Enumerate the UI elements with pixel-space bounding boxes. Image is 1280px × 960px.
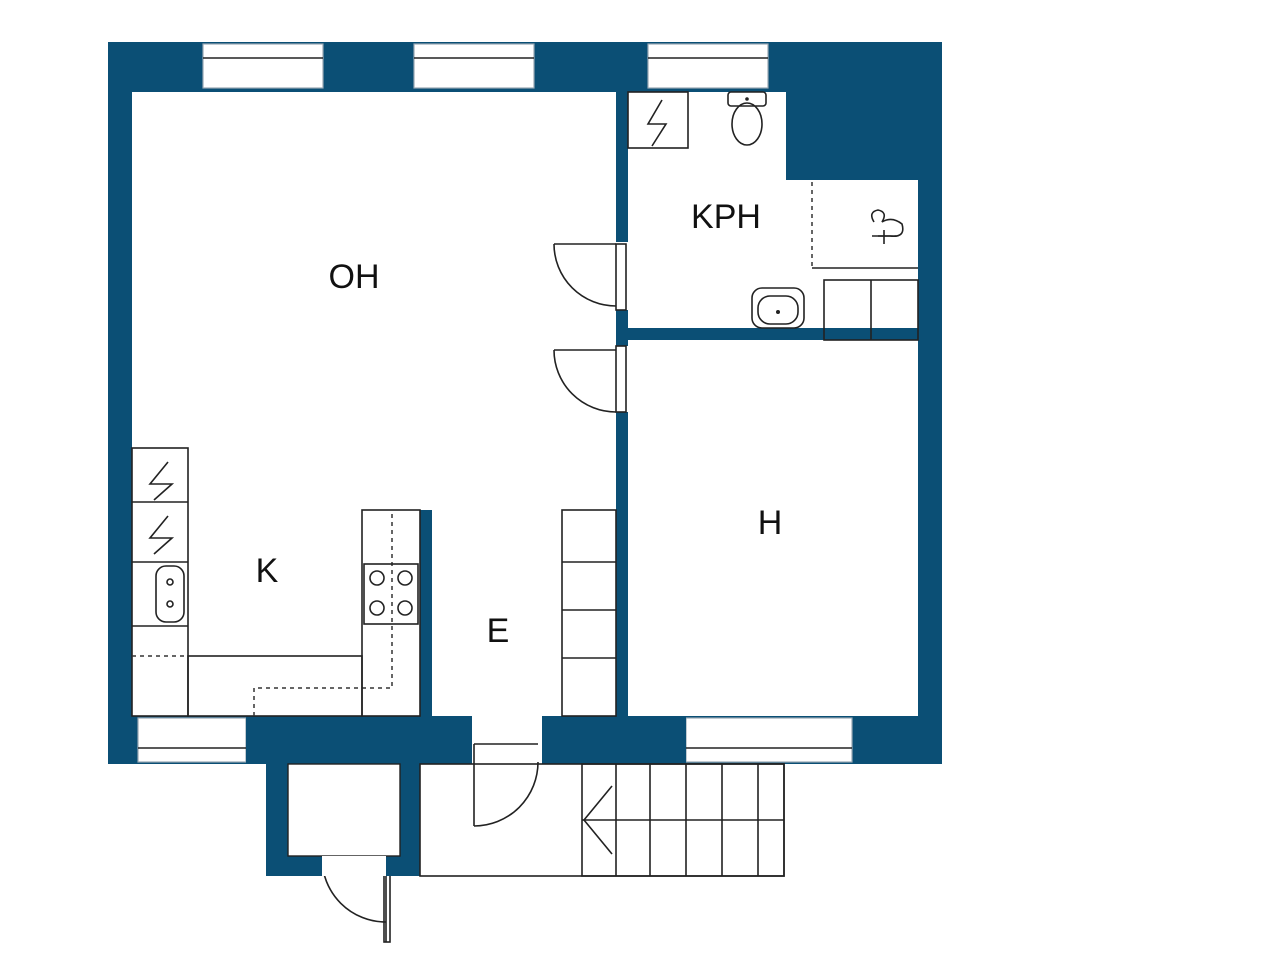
- washbasin-icon: [751, 287, 805, 329]
- stove-icon: [363, 563, 419, 625]
- electric-panel-icon: [627, 91, 689, 149]
- kitchen: [131, 447, 421, 717]
- door-bedroom: [553, 345, 627, 413]
- electric-panel-symbol: [646, 99, 668, 147]
- window-bottom-right: [685, 717, 853, 763]
- wall-entry-ledge-right: [542, 716, 686, 764]
- stairs-arrow-icon: [582, 785, 613, 855]
- window-top-2: [413, 43, 535, 89]
- bathroom: [627, 91, 919, 341]
- label-entrance: E: [487, 612, 510, 650]
- window-top-1: [202, 43, 324, 89]
- shower-nook: [810, 180, 918, 270]
- interior-walls: [246, 92, 918, 764]
- outside: [266, 763, 785, 877]
- window-bottom-left: [137, 717, 247, 763]
- label-bathroom: KPH: [691, 198, 761, 236]
- door-bathroom: [553, 243, 627, 311]
- label-kitchen: K: [256, 552, 279, 590]
- wall-entry-ledge: [246, 716, 472, 764]
- wall-bedroom-left: [616, 412, 628, 716]
- storage-room: [287, 763, 401, 857]
- toilet-icon: [727, 91, 767, 146]
- door-entrance: [473, 743, 539, 827]
- label-bedroom: H: [758, 504, 783, 542]
- kitchen-counter-left: [131, 447, 189, 717]
- wall-bath-left: [616, 92, 628, 242]
- window-top-3: [647, 43, 769, 89]
- wall-bath-bottom: [616, 328, 918, 340]
- wardrobe: [561, 509, 617, 717]
- stairs: [581, 763, 785, 877]
- kitchen-counter-bottom: [187, 655, 363, 717]
- bathroom-corner-block: [786, 42, 942, 180]
- wall-left: [108, 42, 132, 764]
- shower-icon: [870, 209, 904, 244]
- appliance-fridge-icon: [148, 461, 175, 501]
- sink-icon: [155, 565, 185, 623]
- appliance-freezer-icon: [148, 515, 175, 555]
- wall-kitchen-stub: [420, 510, 432, 716]
- label-living-room: OH: [329, 258, 380, 296]
- windows: [137, 43, 918, 764]
- kitchen-counter-right: [361, 509, 421, 717]
- storage-door-opening: [322, 856, 386, 876]
- entrance-opening: [470, 716, 542, 764]
- room-labels: OH KPH K E H: [256, 198, 783, 650]
